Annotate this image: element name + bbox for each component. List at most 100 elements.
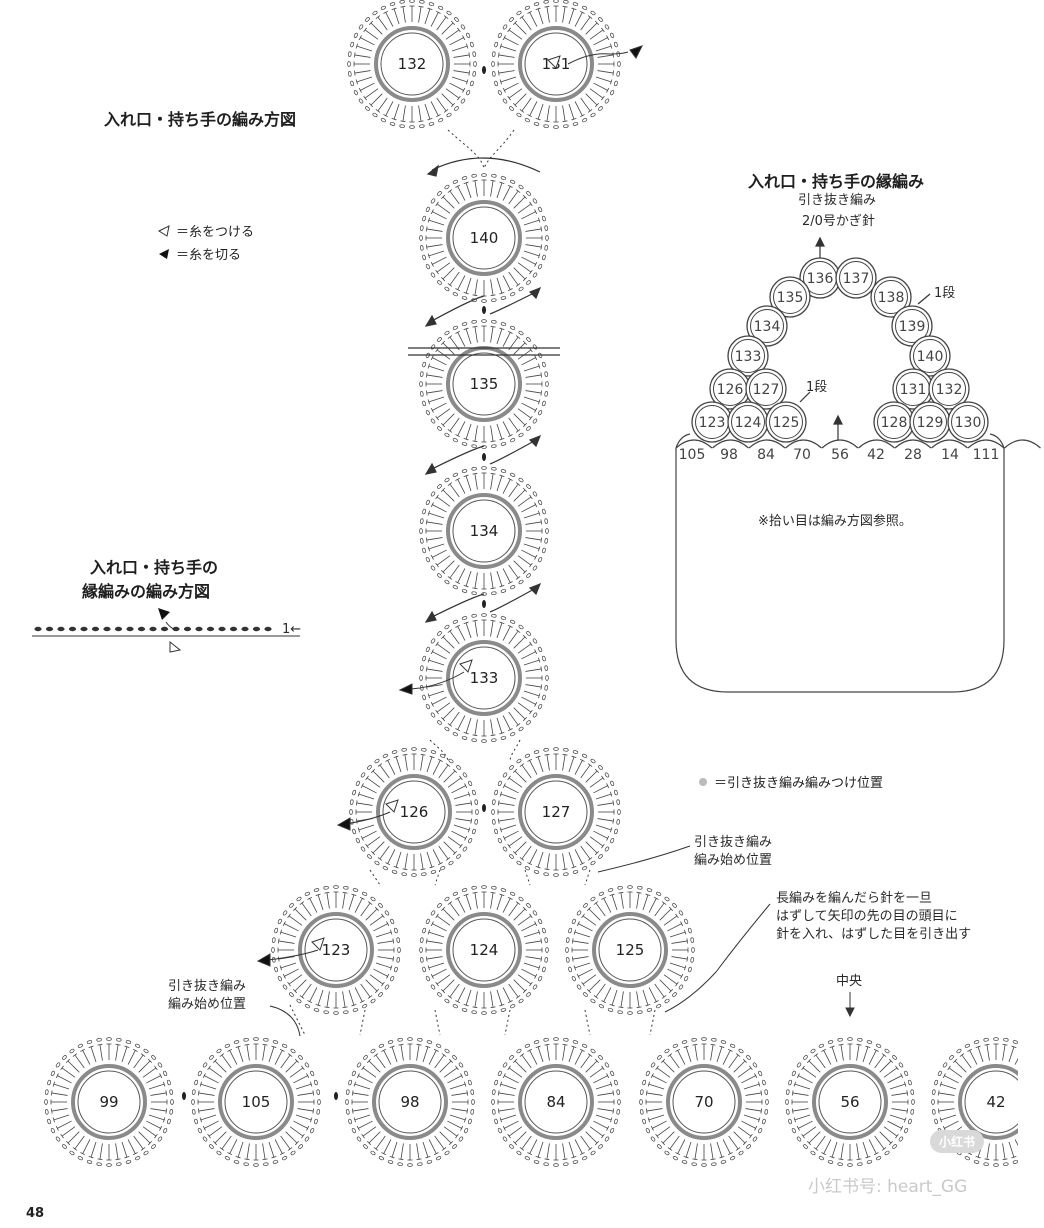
- motif-133: 133: [419, 613, 549, 743]
- schematic-base-label: 56: [831, 447, 849, 463]
- motif-label: 132: [398, 55, 427, 73]
- schematic-motif-132: 132: [928, 368, 970, 410]
- schematic-motif-label: 135: [777, 290, 804, 306]
- chain-stitch: [252, 626, 261, 632]
- start-callout-left-line1: 引き抜き編み: [168, 979, 247, 994]
- motif-126: 126: [349, 747, 479, 877]
- schematic-motif-label: 133: [735, 349, 762, 365]
- schematic-motif-138: 138: [870, 276, 912, 318]
- schematic-motif-125: 125: [765, 401, 807, 443]
- start-callout-right-line2: 編み始め位置: [694, 853, 773, 868]
- watermark: 小红书号: heart_GG: [808, 1177, 968, 1197]
- join-callout: 長編みを編んだら針を一旦 はずして矢印の先の目の頭目に 針を入れ、はずした目を引…: [776, 890, 971, 944]
- chain-stitch: [57, 626, 65, 632]
- start-callout-right-line1: 引き抜き編み: [694, 835, 773, 850]
- main-chart-title: 入れ口・持ち手の編み方図: [104, 110, 297, 129]
- chain-stitch: [172, 626, 180, 632]
- schematic-motif-126: 126: [709, 368, 751, 410]
- chain-stitch: [241, 626, 249, 632]
- schematic-motif-129: 129: [909, 401, 951, 443]
- motif-label: 125: [616, 941, 645, 959]
- legend-attach: ＝糸をつける: [158, 221, 254, 240]
- chain-stitch: [229, 626, 238, 632]
- schematic-motif-130: 130: [947, 401, 989, 443]
- schematic-motif-124: 124: [727, 401, 769, 443]
- schematic-motif-135: 135: [769, 276, 811, 318]
- motif-label: 84: [546, 1093, 565, 1111]
- chain-stitch: [103, 626, 111, 632]
- motif-label: 134: [470, 522, 499, 540]
- slip-position-label: ＝引き抜き編み編みつけ位置: [714, 776, 884, 791]
- edge-title: 入れ口・持ち手の縁編み: [748, 172, 925, 191]
- motif-42: 42: [931, 1037, 1018, 1167]
- motif-134: 134: [419, 466, 549, 596]
- schematic-motif-123: 123: [691, 401, 733, 443]
- open-triangle-icon: [158, 224, 170, 237]
- schematic-motif-label: 129: [917, 415, 944, 431]
- motif-98: 98: [345, 1037, 475, 1167]
- schematic-motif-label: 127: [753, 382, 780, 398]
- chain-stitch: [195, 626, 203, 632]
- motif-label: 127: [542, 803, 571, 821]
- chain-stitch: [183, 626, 192, 632]
- schematic-motif-label: 137: [843, 271, 870, 287]
- chain-stitch: [68, 626, 77, 632]
- motif-84: 84: [491, 1037, 621, 1167]
- edge-subtitle-hook: 2/0号かぎ針: [802, 214, 875, 229]
- row-label-right: 1段: [934, 286, 956, 301]
- chain-stitch: [126, 626, 134, 632]
- motif-label: 135: [470, 375, 499, 393]
- schematic-motif-131: 131: [892, 368, 934, 410]
- start-callout-left-line2: 編み始め位置: [168, 997, 247, 1012]
- join-callout-line2: はずして矢印の先の目の頭目に: [776, 909, 958, 924]
- join-callout-line1: 長編みを編んだら針を一旦: [776, 891, 933, 906]
- motif-140: 140: [419, 173, 549, 303]
- motif-label: 133: [470, 669, 499, 687]
- motif-label: 140: [470, 229, 499, 247]
- page-number: 48: [26, 1206, 45, 1221]
- chain-stitch: [160, 626, 169, 632]
- schematic-base-label: 70: [793, 447, 811, 463]
- chain-stitch: [80, 626, 88, 632]
- schematic-motif-label: 136: [807, 271, 834, 287]
- chain-stitch: [45, 626, 54, 632]
- pickup-note: ※拾い目は編み方図参照。: [758, 514, 912, 529]
- schematic-base-label: 111: [973, 447, 1000, 463]
- motif-label: 42: [986, 1093, 1005, 1111]
- schematic-base-label: 105: [679, 447, 706, 463]
- schematic-motif-label: 138: [878, 290, 905, 306]
- schematic-motif-label: 139: [899, 319, 926, 335]
- motif-label: 126: [400, 803, 429, 821]
- motif-105: 105: [191, 1037, 321, 1167]
- row-marker: 1←: [282, 622, 302, 637]
- schematic-motif-label: 132: [936, 382, 963, 398]
- chain-stitch: [264, 626, 272, 632]
- chain-stitch: [114, 626, 123, 632]
- chain-stitch: [34, 626, 42, 632]
- schematic-base-label: 84: [757, 447, 775, 463]
- slip-position-legend: ＝引き抜き編み編みつけ位置: [698, 772, 883, 791]
- motif-label: 70: [694, 1093, 713, 1111]
- filled-triangle-icon: [159, 248, 169, 259]
- schematic-base-label: 28: [904, 447, 922, 463]
- row-label-mid: 1段: [806, 380, 828, 395]
- schematic-base-label: 14: [941, 447, 959, 463]
- motif-124: 124: [419, 885, 549, 1015]
- schematic-motif-127: 127: [745, 368, 787, 410]
- motif-127: 127: [491, 747, 621, 877]
- chain-stitch: [206, 626, 215, 632]
- legend-cut-label: ＝糸を切る: [176, 248, 242, 263]
- motif-label: 56: [840, 1093, 859, 1111]
- schematic-motif-label: 140: [917, 349, 944, 365]
- motif-123: 123: [271, 885, 401, 1015]
- schematic-base-label: 98: [720, 447, 738, 463]
- schematic-motif-label: 126: [717, 382, 744, 398]
- schematic-motif-136: 136: [799, 257, 841, 299]
- watermark-logo: 小红书: [930, 1130, 985, 1153]
- chain-stitch: [137, 626, 146, 632]
- chain-stitch: [149, 626, 157, 632]
- motif-label: 105: [242, 1093, 271, 1111]
- motif-99: 99: [44, 1037, 174, 1167]
- motif-label: 99: [99, 1093, 118, 1111]
